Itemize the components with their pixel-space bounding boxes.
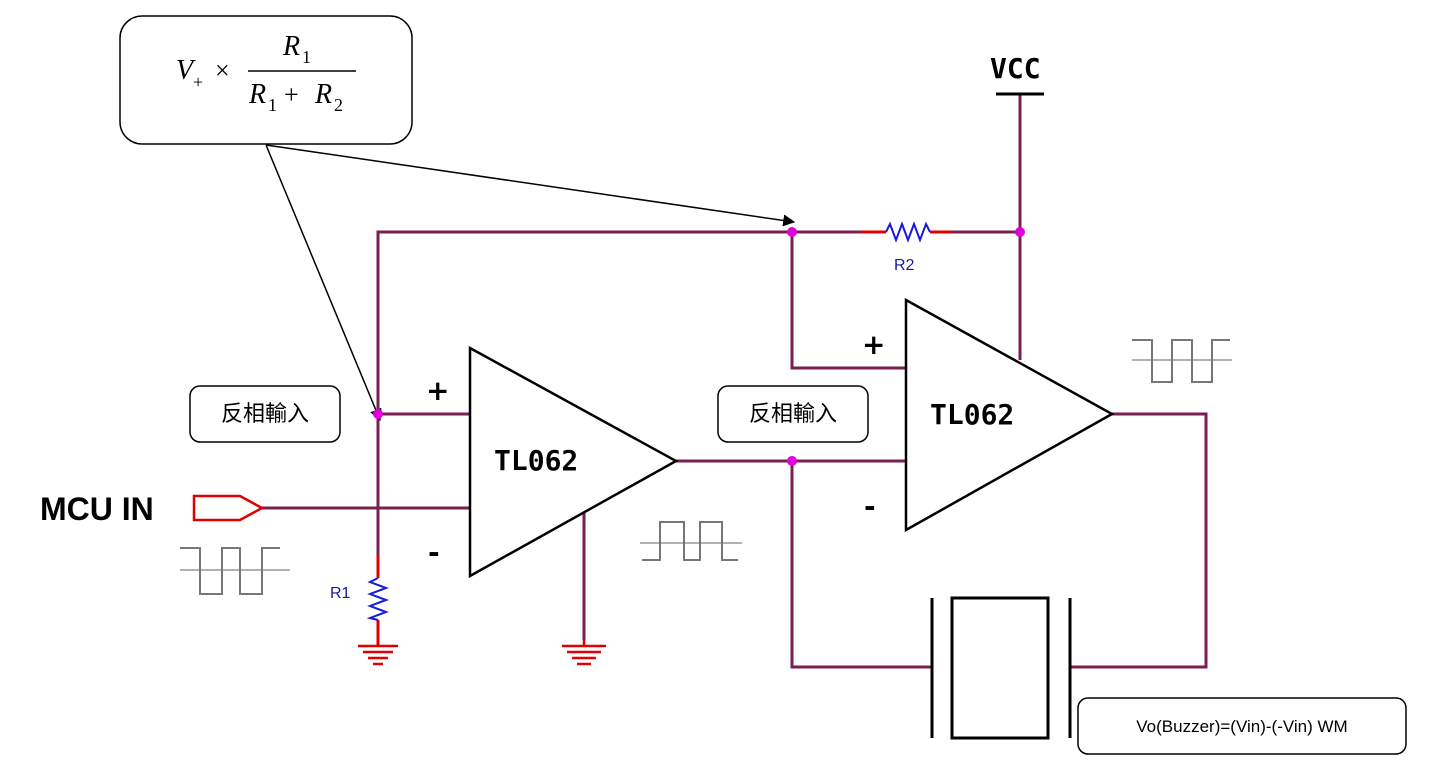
r1-label: R1 — [330, 585, 351, 602]
arrow-to-plus-input — [265, 144, 382, 422]
inverting-input-label-1: 反相輸入 — [189, 385, 341, 443]
vcc-label: VCC — [990, 52, 1041, 85]
formula-plus: + — [284, 80, 299, 109]
formula-numerator: R — [282, 31, 300, 62]
formula-v-sub: + — [193, 72, 203, 92]
svg-text:反相輸入: 反相輸入 — [749, 402, 837, 427]
mcu-in-label: MCU IN — [40, 491, 154, 527]
formula-numerator-sub: 1 — [302, 47, 311, 67]
ground-symbol-2 — [562, 644, 606, 666]
formula-denominator-r2: R — [314, 79, 332, 110]
waveform-opamp1-out — [640, 521, 742, 561]
formula-denominator-r2-sub: 2 — [334, 95, 343, 115]
svg-text:反相輸入: 反相輸入 — [221, 402, 309, 427]
resistor-r2 — [885, 221, 931, 243]
opamp-1 — [468, 345, 679, 579]
formula-denominator-r1: R — [248, 79, 266, 110]
formula-frame — [119, 15, 413, 145]
opamp-2-label: TL062 — [930, 398, 1014, 431]
node-r2-left — [787, 227, 797, 237]
waveform-mcu-in — [180, 547, 290, 595]
opamp-1-label: TL062 — [494, 444, 578, 477]
output-equation-box: Vo(Buzzer)=(Vin)-(-Vin) WM — [1077, 697, 1407, 755]
mcu-in-connector — [192, 494, 265, 522]
wire-to-buzzer-left — [790, 461, 932, 669]
waveform-opamp2-out — [1132, 339, 1232, 383]
buzzer — [930, 596, 1072, 740]
opamp-1-plus: + — [426, 374, 449, 407]
opamp-1-minus: - — [428, 536, 440, 569]
ground-symbol-1 — [358, 644, 398, 666]
wire-top-feedback — [376, 230, 862, 560]
formula-times: × — [215, 56, 230, 85]
arrow-to-r2-node — [265, 144, 796, 227]
node-vcc — [1015, 227, 1025, 237]
opamp-2-plus: + — [862, 328, 885, 361]
node-plus1 — [373, 409, 383, 419]
inverting-input-label-2: 反相輸入 — [717, 385, 869, 443]
r2-label: R2 — [894, 257, 915, 274]
wires — [262, 94, 1208, 669]
opamp-2-minus: - — [864, 490, 876, 523]
wire-out2-to-buzzer-right — [1070, 412, 1208, 669]
formula-box: V + × R 1 R 1 + R 2 — [119, 15, 413, 145]
resistor-r1 — [366, 577, 389, 621]
wire-to-plus2 — [790, 232, 906, 370]
formula-v: V — [176, 55, 196, 86]
formula-denominator-r1-sub: 1 — [268, 95, 277, 115]
opamp-2 — [904, 297, 1115, 533]
node-out1 — [787, 456, 797, 466]
svg-text:Vo(Buzzer)=(Vin)-(-Vin) WM: Vo(Buzzer)=(Vin)-(-Vin) WM — [1136, 717, 1347, 736]
